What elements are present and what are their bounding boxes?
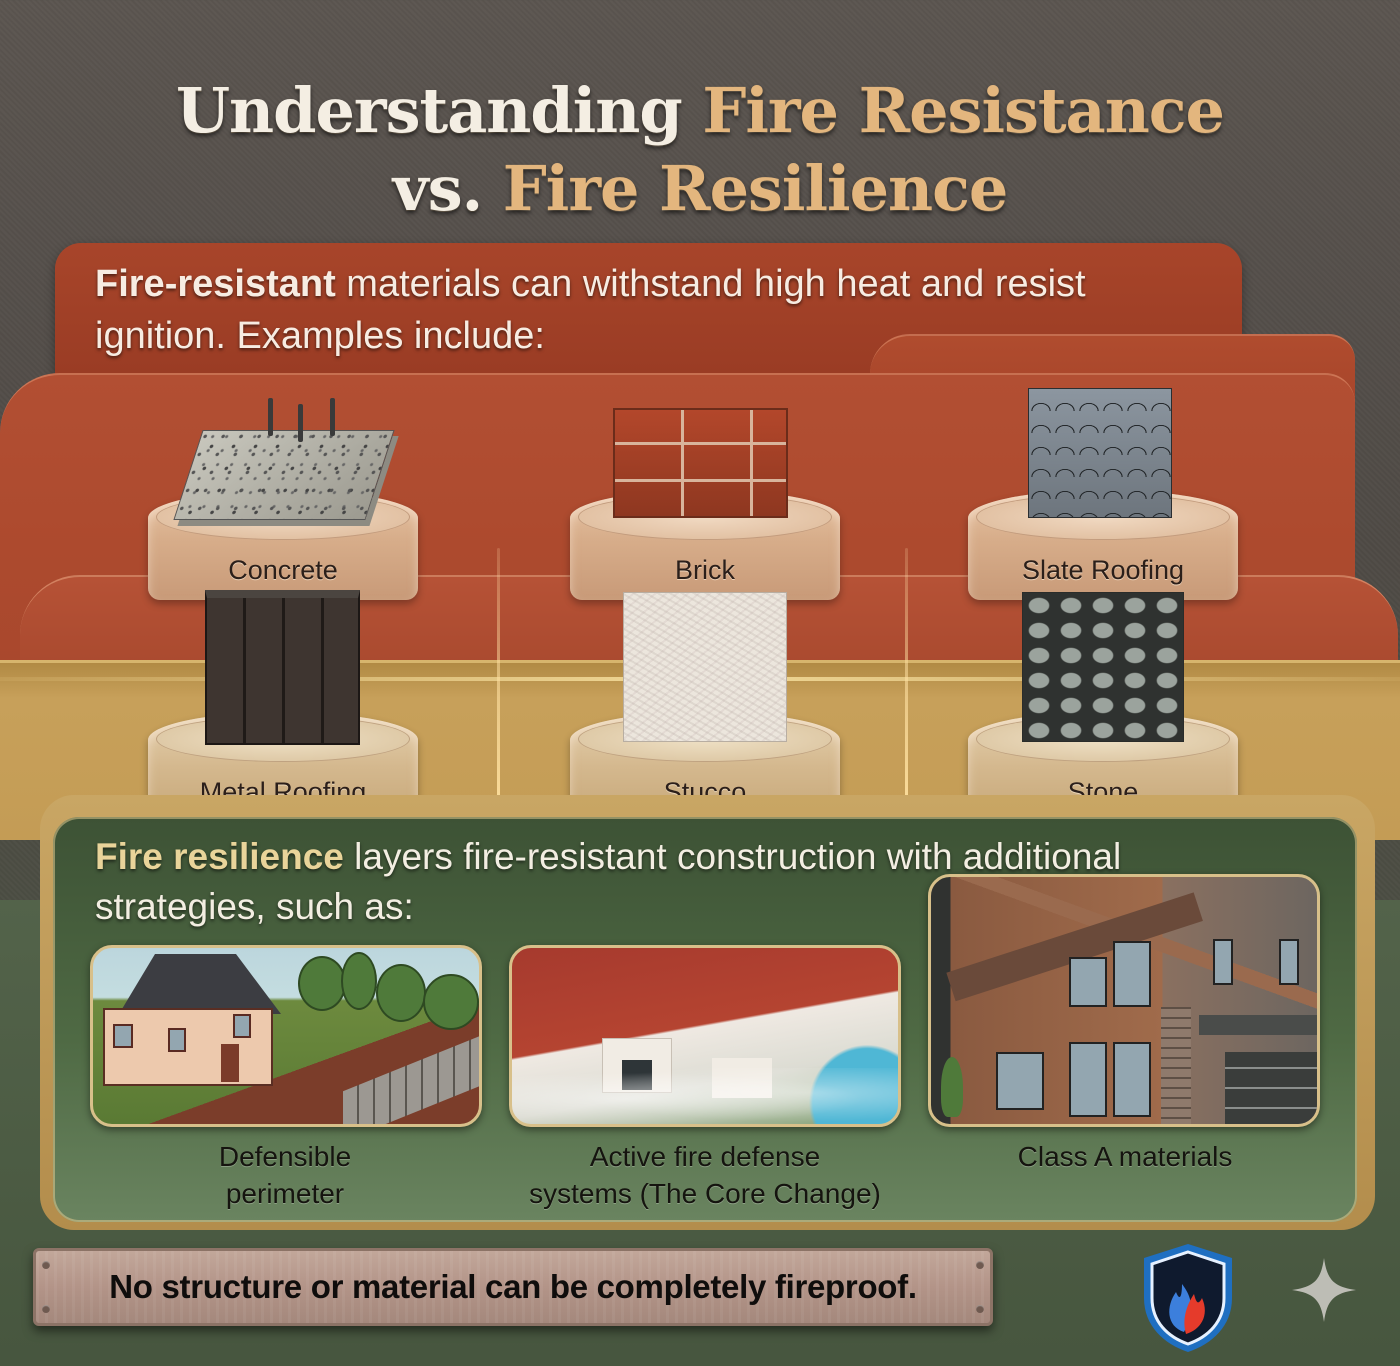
resistance-intro-bold: Fire-resistant — [95, 263, 336, 305]
material-label: Concrete — [228, 555, 338, 585]
metal-roof-panel-icon — [205, 590, 360, 745]
column-divider — [905, 548, 908, 798]
material-label: Brick — [675, 555, 735, 585]
shield-flame-icon — [1144, 1244, 1232, 1352]
resilience-intro: Fire resilience layers fire-resistant co… — [95, 832, 1155, 932]
title-highlight-resilience: Fire Resilience — [502, 152, 1009, 225]
strategy-label-class-a-materials: Class A materials — [1017, 1141, 1233, 1172]
disclaimer-plaque: No structure or material can be complete… — [33, 1248, 993, 1326]
strategy-label-active-fire-defense: Active fire defense systems (The Core Ch… — [529, 1141, 881, 1209]
rebar — [268, 398, 273, 436]
title-highlight-resistance: Fire Resistance — [702, 74, 1225, 147]
rebar — [298, 404, 303, 442]
resistance-intro-rest: materials can withstand high heat and re… — [95, 263, 1086, 357]
column-divider — [497, 548, 500, 798]
slate-tiles-icon — [1028, 388, 1172, 518]
resistance-intro: Fire-resistant materials can withstand h… — [95, 258, 1195, 362]
title-line-1: Understanding Fire Resistance — [175, 74, 1225, 147]
brick-wall-icon — [613, 408, 788, 518]
sparkle-icon — [1292, 1258, 1356, 1322]
resilience-intro-bold: Fire resilience — [95, 836, 344, 877]
title-line-2: vs. Fire Resilience — [392, 152, 1009, 225]
modern-house-class-a-illustration — [928, 874, 1320, 1127]
strategy-label-defensible-perimeter: Defensible perimeter — [218, 1141, 352, 1209]
disclaimer-text: No structure or material can be complete… — [109, 1268, 917, 1305]
rebar — [330, 398, 335, 436]
concrete-block-icon — [173, 430, 395, 520]
stucco-panel-icon — [623, 592, 787, 742]
page-title: Understanding Fire Resistance vs. Fire R… — [0, 72, 1400, 228]
material-label: Slate Roofing — [1021, 555, 1185, 585]
house-sprinkler-system-illustration — [509, 945, 901, 1127]
stone-wall-icon — [1022, 592, 1184, 742]
resilience-intro-rest: layers fire-resistant construction with … — [95, 836, 1122, 927]
house-defensible-perimeter-illustration — [90, 945, 482, 1127]
